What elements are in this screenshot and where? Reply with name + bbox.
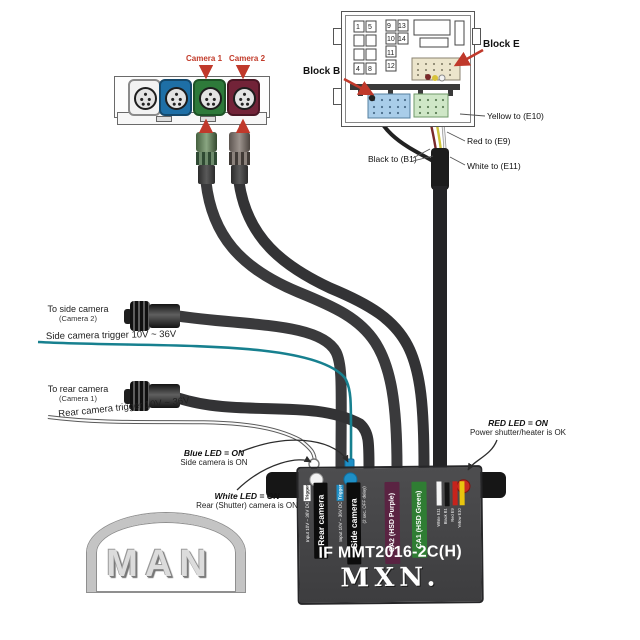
pin-10: 10 — [387, 36, 395, 43]
yellow-bar — [459, 481, 465, 506]
wire-key-yellow: Yellow E10 — [456, 508, 462, 528]
connector-insert-icon — [134, 87, 157, 110]
red-bar — [452, 481, 458, 506]
man-logo: MAN — [70, 503, 250, 603]
red-led-note: RED LED = ON Power shutter/heater is OK — [469, 418, 567, 437]
pin-yellow — [432, 75, 438, 81]
rail-slot — [200, 116, 216, 122]
plug-collar — [231, 165, 248, 184]
wire-key-white: White E11 — [435, 508, 441, 527]
cable-side-camera — [172, 310, 347, 474]
panel-tab — [333, 28, 342, 45]
man-logo-text: MAN — [106, 543, 214, 585]
connector-insert-icon — [199, 87, 222, 110]
pin-8: 8 — [368, 66, 372, 73]
plug-collar — [198, 165, 215, 184]
pin-white — [438, 74, 446, 82]
interface-module: Trigger Input 10V ~ 36V DC Rear camera T… — [296, 465, 484, 605]
block-e-label: Block E — [483, 39, 520, 50]
white-bar — [436, 481, 442, 506]
plug-ridge — [229, 152, 250, 165]
pin-9: 9 — [387, 23, 391, 30]
wire-key-black: Black B1 — [442, 508, 448, 525]
panel-tab — [472, 28, 481, 45]
side-port-note: (2 sec. OFF delay) — [361, 486, 367, 524]
plug-head — [196, 132, 217, 152]
callout-red: Red to (E9) — [467, 136, 511, 146]
blue-led-note: Blue LED = ON Side camera is ON — [180, 448, 248, 467]
pin-red — [425, 74, 431, 80]
wire-side-trigger-teal — [37, 340, 353, 465]
side-trigger-label: Side camera trigger 10V ~ 36V — [45, 328, 177, 343]
vehicle-connector-panel: 1 5 9 13 10 14 11 4 8 12 — [341, 11, 475, 127]
pin-11: 11 — [387, 50, 394, 57]
black-bar — [443, 481, 451, 508]
cable-plug-green — [200, 176, 403, 474]
pin-black — [368, 94, 376, 102]
cable-sleeve — [431, 148, 449, 190]
connector-green-camera1 — [193, 79, 226, 116]
wire-key-red: Red E9 — [449, 508, 455, 522]
hsd-plug-gray — [229, 125, 250, 184]
barrel-body — [149, 304, 180, 328]
wire-key-bars — [436, 481, 465, 508]
to-rear-camera-label: To rear camera (Camera 1) — [47, 384, 109, 403]
hsd-plug-green — [196, 125, 217, 184]
connector-blue — [159, 79, 192, 116]
callout-white: White to (E11) — [467, 161, 521, 171]
cable-plug-gray — [233, 176, 430, 474]
connector-white — [128, 79, 161, 116]
man-logo-arch — [87, 513, 245, 592]
camera2-label: Camera 2 — [229, 54, 266, 63]
block-b-label: Block B — [303, 66, 341, 77]
panel-tab — [333, 88, 342, 105]
mxn-logo: MXN. — [340, 562, 441, 594]
pin-13: 13 — [398, 23, 406, 30]
barrel-tip — [124, 309, 132, 324]
to-side-camera-label: To side camera (Camera 2) — [47, 304, 109, 323]
camera1-label: Camera 1 — [186, 54, 223, 63]
connector-insert-icon — [165, 87, 188, 110]
connector-insert-icon — [233, 87, 256, 110]
panel-detail: 1 5 9 13 10 14 11 4 8 12 — [350, 19, 465, 119]
pin-12: 12 — [387, 63, 395, 70]
module-model: IF MMT2016-2C(H) — [318, 543, 463, 562]
connector-maroon-camera2 — [227, 79, 260, 116]
pin-1: 1 — [356, 24, 360, 31]
plug-head — [229, 132, 250, 152]
side-camera-plug — [124, 301, 180, 331]
pin-5: 5 — [368, 24, 372, 31]
callout-yellow: Yellow to (E10) — [487, 111, 544, 121]
white-led-note: White LED = ON Rear (Shutter) camera is … — [196, 491, 298, 510]
leader-red — [446, 131, 466, 142]
pin-4: 4 — [356, 66, 360, 73]
rail-slot — [156, 116, 172, 122]
side-port-detail: Trigger Input 10V ~ 36V DC — [336, 484, 344, 542]
leader-white — [449, 156, 466, 166]
pin-14: 14 — [398, 36, 406, 43]
callout-black: Black to (B1) — [368, 154, 417, 164]
barrel-cap — [130, 301, 150, 331]
plug-ridge — [196, 152, 217, 165]
